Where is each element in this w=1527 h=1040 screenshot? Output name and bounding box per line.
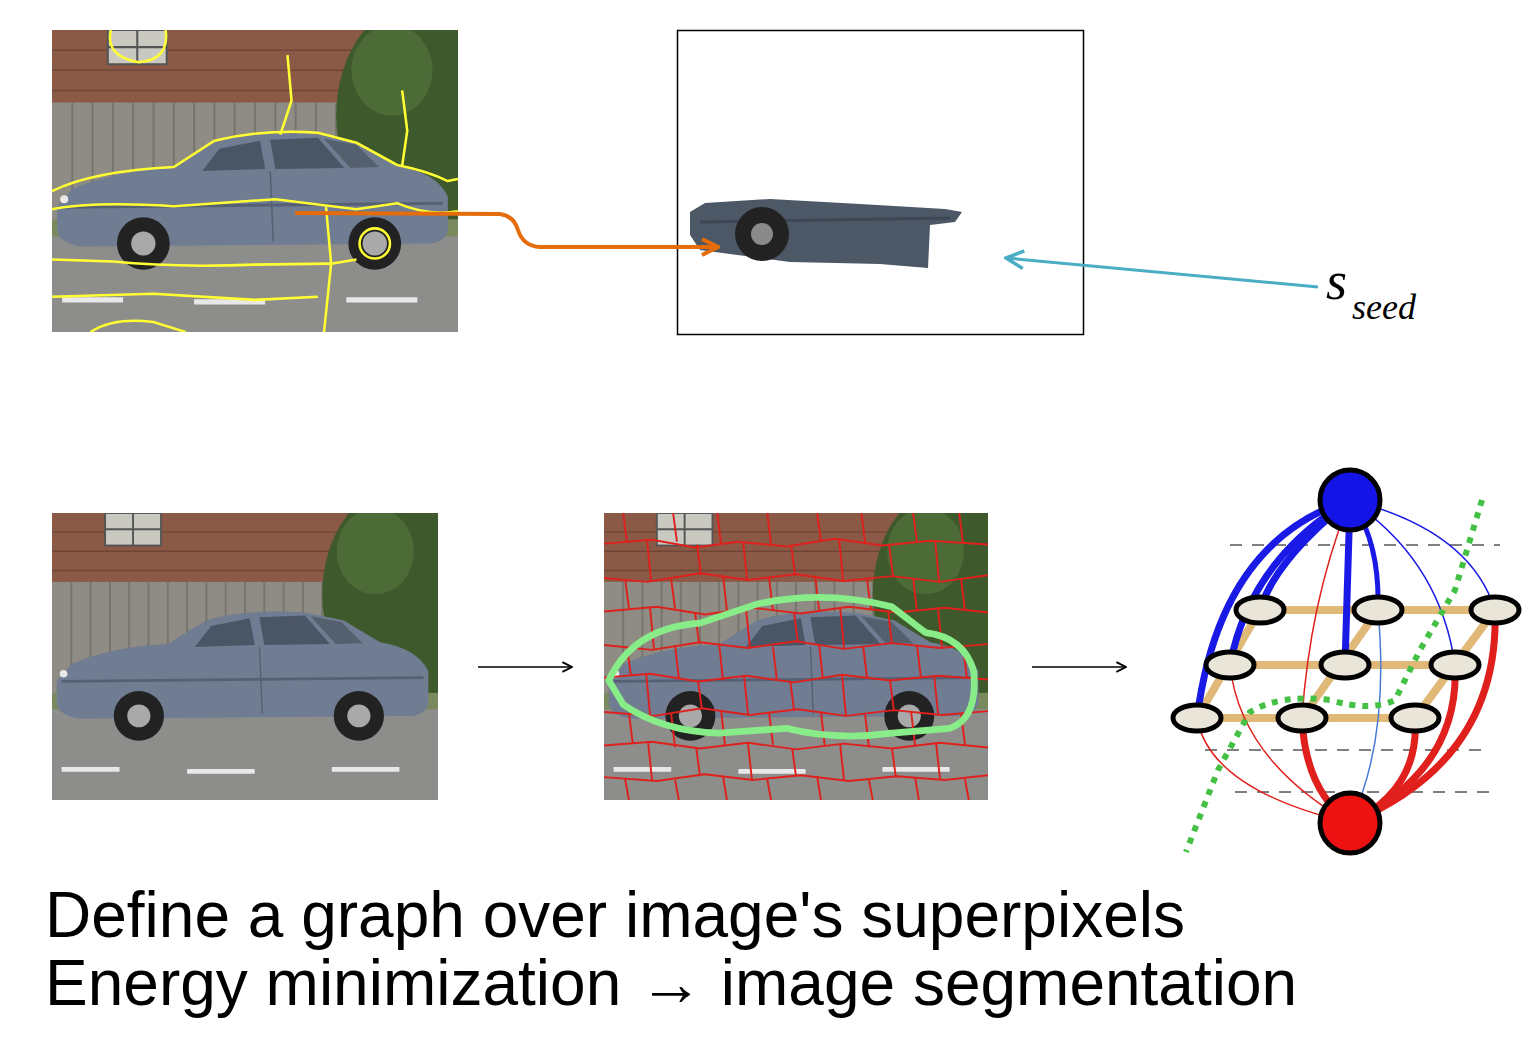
orange-arrow	[295, 213, 718, 247]
car-segment	[690, 199, 962, 268]
step-arrow	[478, 666, 572, 668]
graph-cut-illustration	[1173, 470, 1519, 853]
superpixel-photo	[604, 484, 1036, 800]
caption-line: Define a graph over image's superpixels	[45, 880, 1185, 950]
seed-arrow	[1006, 258, 1318, 287]
math-symbol: s	[1326, 252, 1347, 311]
step-arrow	[1032, 666, 1126, 668]
region-photo	[52, 0, 509, 332]
input-photo	[52, 484, 486, 800]
math-subscript: seed	[1352, 288, 1416, 328]
segment-frame	[678, 31, 1084, 335]
caption-line: Energy minimization → image segmentation	[45, 948, 1297, 1018]
